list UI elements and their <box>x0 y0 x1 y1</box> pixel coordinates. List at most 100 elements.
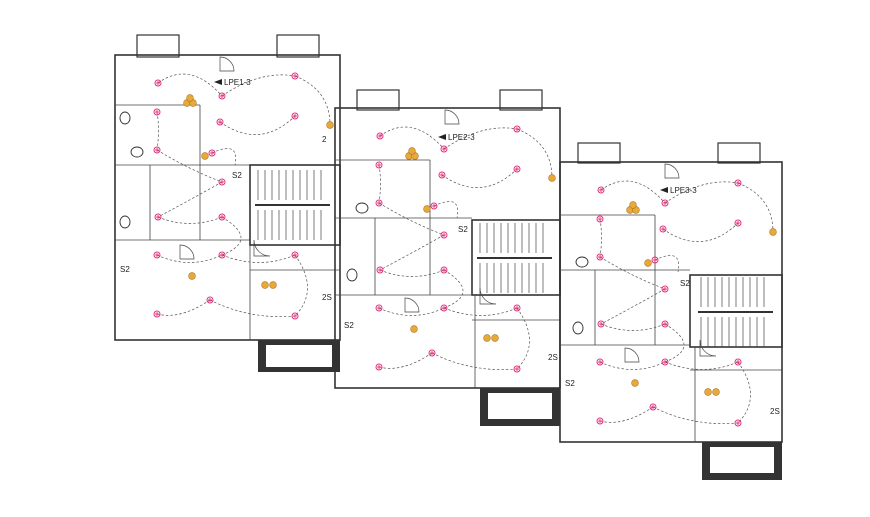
ceiling-fixture-icon <box>483 334 491 342</box>
circuit-line <box>378 352 433 369</box>
door-swing-icon <box>179 244 195 260</box>
light-point-icon <box>153 251 161 259</box>
circuit-line <box>599 406 654 423</box>
light-point-icon <box>596 215 604 223</box>
ceiling-fixture-icon <box>201 152 209 160</box>
light-point-icon <box>659 225 667 233</box>
circuit-line <box>379 269 445 277</box>
circuit-line <box>441 168 518 188</box>
circuit-line <box>294 75 331 126</box>
circuit-line <box>211 148 237 166</box>
light-point-icon <box>734 419 742 427</box>
ceiling-fixture-icon <box>712 388 720 396</box>
circuit-line <box>157 73 223 97</box>
light-point-icon <box>596 358 604 366</box>
light-point-icon <box>597 186 605 194</box>
light-point-icon <box>153 146 161 154</box>
light-point-icon <box>734 179 742 187</box>
light-point-icon <box>291 251 299 259</box>
light-point-icon <box>438 171 446 179</box>
light-point-icon <box>661 320 669 328</box>
ceiling-fixture-icon <box>491 334 499 342</box>
light-point-icon <box>154 79 162 87</box>
light-point-icon <box>218 92 226 100</box>
light-point-icon <box>513 165 521 173</box>
light-point-icon <box>376 132 384 140</box>
circuit-line <box>443 269 464 309</box>
panel-arrow-icon <box>438 134 446 140</box>
light-point-icon <box>661 199 669 207</box>
door-swing-icon <box>444 109 460 125</box>
unit-1 <box>114 54 341 341</box>
light-point-icon <box>596 253 604 261</box>
panel-label-1: LPE1-3 <box>214 78 251 87</box>
switch-icon: S2 <box>120 265 130 274</box>
circuit-line <box>664 323 685 363</box>
ceiling-fixture-icon <box>410 325 418 333</box>
toilet-icon <box>575 256 589 268</box>
stair-icon <box>255 170 330 240</box>
circuit-line <box>378 202 445 236</box>
circuit-line <box>737 361 751 424</box>
toilet-icon <box>346 268 358 282</box>
ceiling-fixture-icon <box>631 379 639 387</box>
circuit-line <box>664 181 739 204</box>
light-point-icon <box>430 202 438 210</box>
switch-icon: S2 <box>232 171 242 180</box>
switch-icon: S2 <box>458 225 468 234</box>
panel-label-2: LPE2-3 <box>438 133 475 142</box>
circuit-line <box>600 180 666 204</box>
circuit-line <box>664 361 739 370</box>
circuit-line <box>156 149 223 183</box>
light-point-icon <box>154 213 162 221</box>
circuit-line <box>599 256 666 290</box>
light-point-icon <box>661 285 669 293</box>
circuit-line <box>443 127 518 150</box>
circuit-line <box>652 406 739 424</box>
stair-icon <box>698 277 773 347</box>
circuit-line <box>221 74 296 97</box>
light-point-icon <box>218 213 226 221</box>
switch-icon: 2 <box>322 135 327 144</box>
circuit-line <box>600 323 666 331</box>
svg-text:LPE2-3: LPE2-3 <box>448 133 475 142</box>
unit-2 <box>334 107 561 389</box>
circuit-line <box>157 181 223 218</box>
panel-arrow-icon <box>214 79 222 85</box>
switch-icon: 2S <box>770 407 780 416</box>
toilet-icon <box>572 321 584 335</box>
ceiling-fixture-icon <box>269 281 277 289</box>
balconies <box>258 340 782 480</box>
circuit-line <box>378 164 381 204</box>
light-point-icon <box>218 178 226 186</box>
circuit-line <box>654 255 680 273</box>
light-point-icon <box>440 145 448 153</box>
ceiling-fixture-icon <box>769 228 777 236</box>
bay-windows <box>136 34 761 164</box>
ceiling-fixture-icon <box>186 94 194 102</box>
circuit-line <box>516 307 530 370</box>
door-swing-icon <box>404 297 420 313</box>
circuit-line <box>599 218 602 258</box>
light-point-icon <box>440 231 448 239</box>
toilet-icon <box>119 215 131 229</box>
circuit-line <box>379 234 445 271</box>
light-point-icon <box>428 349 436 357</box>
light-point-icon <box>513 304 521 312</box>
light-point-icon <box>440 266 448 274</box>
door-swing-icon <box>624 347 640 363</box>
circuit-line <box>379 126 445 150</box>
ceiling-fixture-icon <box>548 174 556 182</box>
circuit-line <box>516 128 553 179</box>
light-point-icon <box>153 108 161 116</box>
door-swing-icon <box>253 239 271 257</box>
circuit-line <box>219 115 296 135</box>
circuit-line <box>737 182 774 233</box>
circuit-line <box>378 307 445 316</box>
ceiling-fixture-icon <box>629 201 637 209</box>
light-point-icon <box>206 296 214 304</box>
circuit-line <box>156 111 159 151</box>
circuit-wiring <box>156 73 774 424</box>
door-swing-icon <box>219 56 235 72</box>
panel-arrow-icon <box>660 187 668 193</box>
